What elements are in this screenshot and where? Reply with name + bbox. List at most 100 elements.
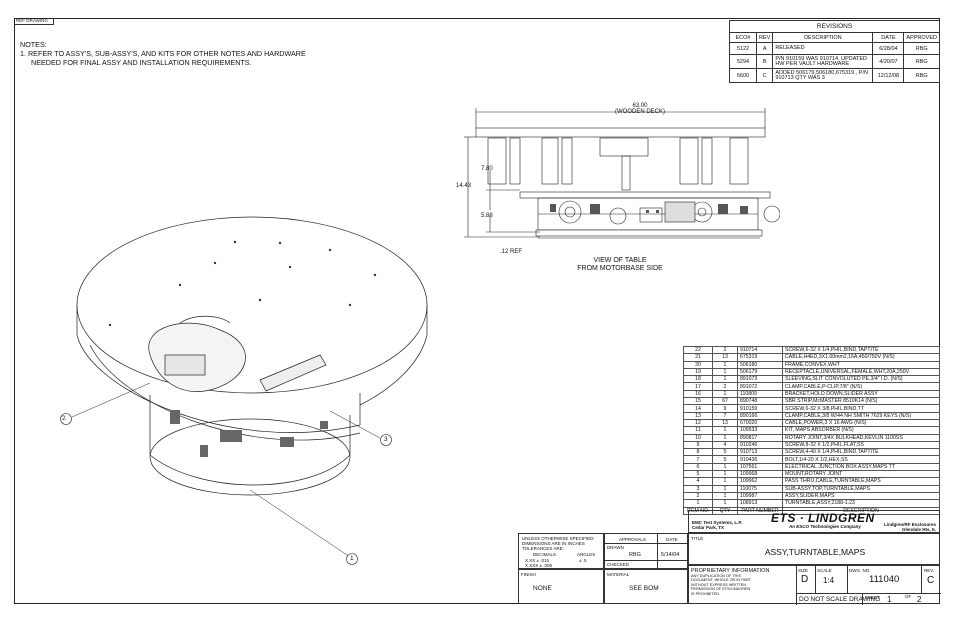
notes-line-1: 1. REFER TO ASSY'S, SUB-ASSY'S, AND KITS… (20, 49, 306, 58)
rev-value: C (927, 575, 935, 586)
bom-qty: 2 (712, 345, 738, 355)
rev-description: P/N 910159 WAS 910714, UPDATED HW PER VA… (772, 54, 874, 69)
bom-part-number: 670020 (737, 418, 783, 428)
dim-width-note: (WOODEN DECK) (615, 109, 665, 115)
bom-qty: 4 (712, 440, 738, 450)
company-name: EMC Test Systems, L.P. (692, 520, 743, 525)
turntable-isometric-view (60, 216, 428, 565)
bom-description: ASSY,SLIDER,MAPS (782, 491, 940, 501)
angle-tolerance: ± .5 (579, 558, 587, 563)
prop-line: PERMISSION OF ETS/LINDGREN (691, 587, 751, 592)
bom-part-number: 506179 (737, 367, 783, 377)
bom-qty: 1 (712, 477, 738, 486)
bom-qty: 5 (712, 448, 738, 457)
bom-item-no: 5 (683, 470, 713, 479)
bom-description: TURNTABLE,ASSY,2188-1.23 (782, 499, 940, 508)
bom-item-no: 2 (683, 491, 713, 501)
bom-qty: 7 (712, 411, 738, 420)
finish-value: NONE (533, 585, 552, 592)
approvals-label: APPROVALS (619, 537, 646, 542)
bom-item-no: 9 (683, 440, 713, 450)
bom-description: PASS THRU,CABLE,TURNTABLE,MAPS (782, 477, 940, 486)
bom-description: MOUNT,ROTARY JOINT (782, 470, 940, 479)
of-label: OF (905, 594, 912, 599)
bom-description: CABLE,H4ED,3X1.00mm2,16A,450/750V (N/S) (782, 353, 940, 362)
bom-qty: 5 (712, 455, 738, 464)
bom-part-number: 109962 (737, 477, 783, 486)
sheet-label: SHEET (865, 595, 881, 600)
bom-qty: 1 (712, 375, 738, 384)
bom-part-number: 891072 (737, 382, 783, 391)
rev-approved: RBG (903, 42, 940, 55)
bom-item-no: 11 (683, 426, 713, 435)
bom-description: SLEEVING,SLIT CONVOLUTED PE,3/4" I.D. (N… (782, 375, 940, 384)
callout-1-circle (346, 553, 358, 565)
bom-qty: 1 (712, 367, 738, 377)
bom-item-no: 19 (683, 367, 713, 377)
bom-description: SUB-ASSY,TOP,TURNTABLE,MAPS (782, 484, 940, 493)
rev-label: REV. (924, 568, 935, 573)
rev-eco: 5600 (729, 68, 757, 83)
scale-label: SCALE (817, 568, 832, 573)
bom-part-number: 910246 (737, 440, 783, 450)
rev-date: 6/28/04 (872, 42, 905, 55)
size-value: D (801, 574, 809, 585)
bom-item-no: 22 (683, 345, 713, 355)
view-caption: VIEW OF TABLE FROM MOTORBASE SIDE (570, 257, 670, 273)
rev-letter: C (755, 68, 774, 83)
bom-part-number: 890748 (737, 397, 783, 406)
bom-description: ELECTRICAL JUNCTION BOX ASSY,MAPS TT (782, 462, 940, 472)
proprietary-title: PROPRIETARY INFORMATION (691, 568, 770, 574)
notes-line-2: NEEDED FOR FINAL ASSY AND INSTALLATION R… (31, 58, 252, 67)
callout-3: 3 (384, 436, 388, 443)
bom-item-no: 7 (683, 455, 713, 464)
bom-part-number: 910436 (737, 455, 783, 464)
revision-row: 5600 C ADDED 506179,506180,675319., P/N … (729, 68, 940, 83)
size-label: SIZE (798, 568, 809, 573)
callout-1: 1 (350, 555, 354, 562)
scale-value: 1:4 (823, 576, 835, 585)
drawing-info-block: PROPRIETARY INFORMATION ANY DUPLICATION … (688, 565, 941, 605)
partner-name: Lindgren/RF Enclosures (883, 522, 936, 527)
logo-subtitle: An ESCO Technologies Company (789, 524, 861, 529)
bom-qty: 1 (712, 484, 738, 493)
bom-item-no: 12 (683, 418, 713, 428)
decimal-xxx: X.XXX ± .005 (525, 563, 552, 568)
revisions-block: REVISIONS ECO# REV DESCRIPTION DATE APPR… (729, 20, 940, 83)
bom-item-no: 16 (683, 389, 713, 399)
notes-title: NOTES: (20, 40, 47, 49)
bom-part-number: 891073 (737, 375, 783, 384)
finish-block: FINISH NONE (518, 569, 604, 604)
view-caption-line-1: VIEW OF TABLE (593, 257, 647, 264)
rev-description: ADDED 506179,506180,675319., P/N 910713 … (772, 68, 874, 83)
bom-item-no: 10 (683, 433, 713, 442)
bom-description: ROTARY JOINT,3/4X BULKHEAD,KEVLIN 1100SS (782, 433, 940, 442)
tol-line-1: UNLESS OTHERWISE SPECIFIED: (522, 536, 595, 541)
revision-row: 5122 A RELEASED 6/28/04 RBG (729, 42, 940, 55)
checked-label: CHECKED (607, 562, 630, 567)
bom-description: CLAMP,CABLE,3/8 W/44 NH SMITH 7629 KEYS … (782, 411, 940, 420)
decimal-xx: X.XX ± .015 (525, 558, 549, 563)
bom-part-number: 110809 (737, 389, 783, 399)
date-label: DATE (666, 537, 678, 542)
revisions-title: REVISIONS (729, 20, 940, 33)
bom-description: RECEPTACLE,UNIVERSAL,FEMALE,WHT,20A,250V (782, 367, 940, 377)
bom-item-no: 1 (683, 499, 713, 508)
tol-line-2: DIMENSIONS ARE IN INCHES (522, 541, 585, 546)
bom-qty: 2 (712, 382, 738, 391)
material-block: MATERIAL SEE BOM (604, 569, 688, 604)
finish-label: FINISH (521, 572, 536, 577)
approvals-block: APPROVALS DATE DRAWN RBG 5/14/04 CHECKED (604, 533, 689, 570)
tolerance-block: UNLESS OTHERWISE SPECIFIED: DIMENSIONS A… (518, 533, 604, 569)
drawn-by: RBG (629, 552, 641, 558)
bom-part-number: 910713 (737, 448, 783, 457)
bom-qty: 13 (712, 418, 738, 428)
